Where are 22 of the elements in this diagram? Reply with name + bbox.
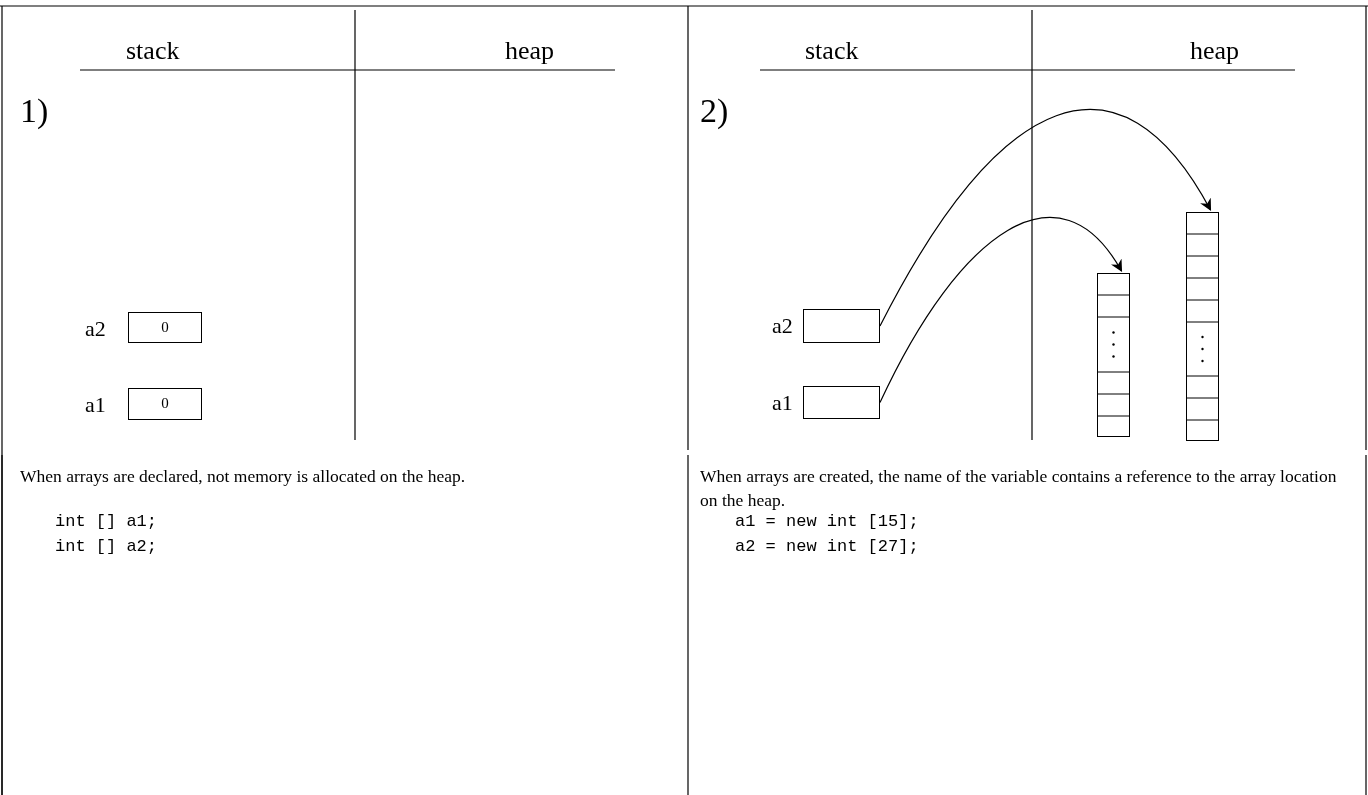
panel-number: 2): [700, 92, 729, 130]
panel-number: 1): [20, 92, 49, 130]
code-line: int [] a2;: [55, 537, 158, 556]
column-heading: stack: [805, 36, 859, 66]
code-line: int [] a1;: [55, 512, 158, 531]
code-line: a1 = new int [15];: [735, 512, 919, 531]
reference-arrow: [879, 109, 1212, 327]
code-line: a2 = new int [27];: [735, 537, 919, 556]
variable-name: a2: [85, 316, 106, 342]
variable-name: a1: [85, 392, 106, 418]
memory-cell: 0: [128, 312, 202, 343]
column-heading: heap: [505, 36, 555, 66]
memory-cell: [803, 309, 880, 343]
variable-name: a1: [772, 390, 793, 416]
memory-cell: 0: [128, 388, 202, 420]
column-heading: stack: [126, 36, 180, 66]
memory-cell: [803, 386, 880, 419]
description-text: When arrays are created, the name of the variable contains a reference to the array location on the heap.: [700, 465, 1338, 512]
column-heading: heap: [1190, 36, 1240, 66]
variable-name: a2: [772, 313, 793, 339]
reference-arrow: [879, 216, 1123, 404]
description-text: When arrays are declared, not memory is allocated on the heap.: [20, 465, 467, 488]
